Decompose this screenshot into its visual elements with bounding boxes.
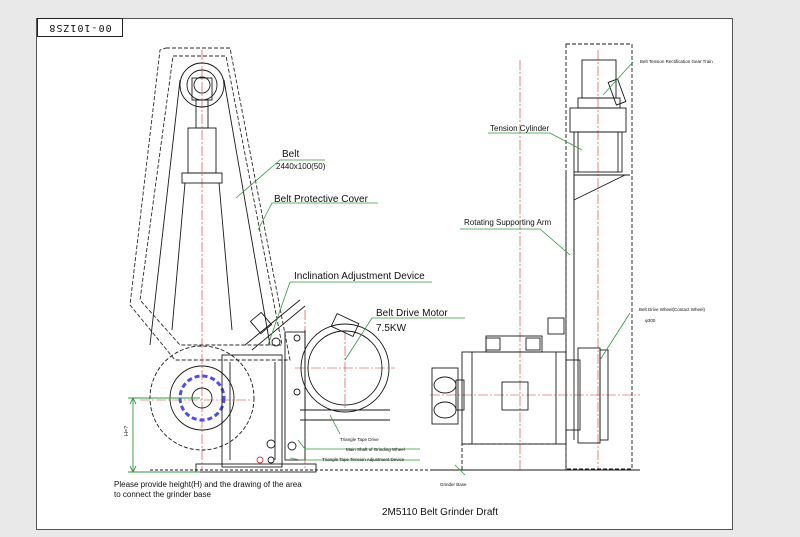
label-motor-power: 7.5KW — [376, 323, 407, 334]
inclination-device — [244, 299, 306, 396]
leader-lines — [235, 61, 634, 476]
label-belt-cover: Belt Protective Cover — [274, 194, 369, 205]
label-main-shaft: Main Shaft of Grinding Wheel — [346, 447, 405, 452]
label-tension-adjust: Triangle Tape Tension Adjustment Device — [322, 457, 405, 462]
drawing-title: 2M5110 Belt Grinder Draft — [382, 507, 498, 518]
left-frame — [150, 331, 430, 473]
label-tension-cylinder: Tension Cylinder — [490, 124, 549, 133]
label-supporting-arm: Rotating Supporting Arm — [464, 218, 551, 227]
label-belt: Belt — [282, 149, 299, 160]
drawing-sheet — [36, 18, 733, 530]
label-gear-train: Belt Tension Rectification Gear Train — [640, 59, 713, 64]
motor-pulley — [431, 367, 465, 425]
belt-lines — [149, 79, 271, 346]
drive-motor-left — [300, 312, 390, 421]
label-drive-wheel-dia: φ300 — [645, 318, 656, 323]
label-tape-drive: Triangle Tape Drive — [340, 437, 379, 442]
gear-train — [577, 59, 627, 109]
left-view — [128, 47, 430, 474]
top-idler-wheel — [179, 62, 225, 174]
tension-cylinder — [569, 107, 627, 173]
grinder-base — [430, 443, 640, 471]
label-inclination: Inclination Adjustment Device — [294, 271, 425, 282]
contact-wheel-right — [565, 347, 609, 444]
label-belt-size: 2440x100(50) — [276, 162, 326, 171]
drive-motor-right — [461, 317, 567, 445]
label-height-dimension: H=? — [124, 426, 130, 436]
note-line-1: Please provide height(H) and the drawing… — [114, 480, 302, 489]
label-drive-wheel: Belt Drive Wheel(Contact Wheel) — [639, 307, 706, 312]
belt-protective-cover-outline — [129, 47, 291, 361]
right-centerlines — [430, 50, 640, 470]
base-bolts — [256, 439, 297, 464]
right-view — [430, 43, 640, 471]
note-line-2: to connect the grinder base — [114, 490, 212, 499]
label-grinder-base: Grinder Base — [440, 482, 467, 487]
height-dimension — [128, 396, 200, 474]
label-motor: Belt Drive Motor — [376, 308, 448, 319]
